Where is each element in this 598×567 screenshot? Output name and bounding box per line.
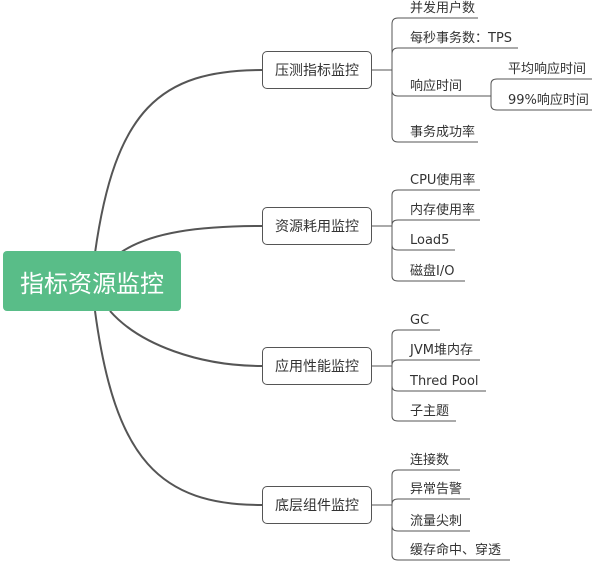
branch-node-4[interactable]: 底层组件监控 [262, 486, 372, 524]
leaf-connections[interactable]: 连接数 [410, 453, 450, 468]
root-node[interactable]: 指标资源监控 [3, 251, 181, 311]
leaf-thread-pool[interactable]: Thred Pool [410, 374, 479, 389]
leaf-traffic-spikes[interactable]: 流量尖刺 [410, 514, 463, 529]
branch-node-2[interactable]: 资源耗用监控 [262, 207, 372, 245]
branch-2-label: 资源耗用监控 [275, 219, 359, 235]
connector-root-branch-4 [94, 310, 263, 506]
branch-1-label: 压测指标监控 [275, 63, 359, 79]
leaf-concurrent-users[interactable]: 并发用户数 [410, 1, 476, 16]
connector-root-branch-1 [94, 69, 263, 254]
leaf-disk-io[interactable]: 磁盘I/O [410, 264, 455, 279]
branch-2-connectors [372, 189, 480, 282]
leaf-cpu-usage[interactable]: CPU使用率 [410, 173, 476, 188]
branch-node-3[interactable]: 应用性能监控 [262, 347, 372, 385]
branch-4-label: 底层组件监控 [275, 498, 359, 514]
leaf-avg-response-time[interactable]: 平均响应时间 [508, 62, 587, 77]
leaf-load5[interactable]: Load5 [410, 233, 450, 248]
leaf-subtopic[interactable]: 子主题 [410, 404, 450, 419]
branch-1-connectors [372, 17, 592, 143]
branch-node-1[interactable]: 压测指标监控 [262, 51, 372, 89]
branch-3-connectors [372, 329, 486, 422]
leaf-memory-usage[interactable]: 内存使用率 [410, 203, 476, 218]
leaf-response-time[interactable]: 响应时间 [410, 79, 463, 94]
root-label: 指标资源监控 [20, 269, 164, 298]
connector-root-branch-3 [109, 310, 263, 367]
leaf-cache-hit-penetration[interactable]: 缓存命中、穿透 [410, 543, 502, 558]
leaf-p99-response-time[interactable]: 99%响应时间 [508, 93, 589, 108]
leaf-tps[interactable]: 每秒事务数：TPS [410, 31, 513, 46]
leaf-jvm-heap[interactable]: JVM堆内存 [410, 343, 473, 358]
branch-4-connectors [372, 469, 510, 561]
leaf-transaction-success-rate[interactable]: 事务成功率 [410, 125, 476, 140]
connector-root-branch-2 [119, 225, 263, 254]
leaf-gc[interactable]: GC [410, 313, 430, 328]
leaf-exception-alerts[interactable]: 异常告警 [410, 482, 463, 497]
branch-3-label: 应用性能监控 [275, 359, 359, 375]
